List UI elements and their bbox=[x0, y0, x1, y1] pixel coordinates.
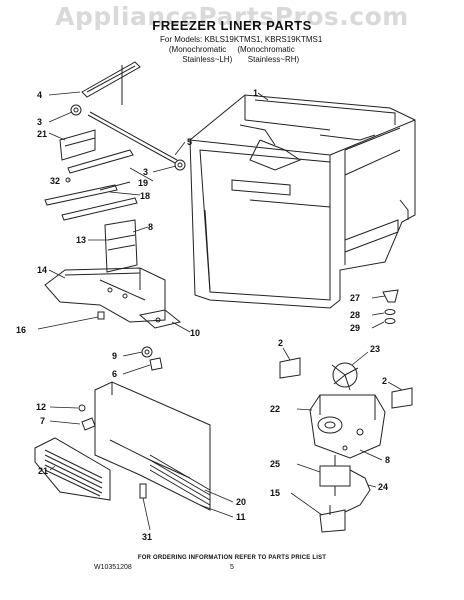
callout-18: 18 bbox=[140, 191, 150, 201]
callout-labels: 4 3 21 5 3 19 32 18 8 13 1 14 16 10 9 6 … bbox=[16, 88, 390, 542]
callout-7: 7 bbox=[40, 416, 45, 426]
callout-13: 13 bbox=[76, 235, 86, 245]
callout-3b: 3 bbox=[143, 167, 148, 177]
callout-1: 1 bbox=[253, 88, 258, 98]
callout-16: 16 bbox=[16, 325, 26, 335]
callout-10: 10 bbox=[190, 328, 200, 338]
model-line: Stainless~LH) Stainless~RH) bbox=[160, 55, 300, 64]
callout-28: 28 bbox=[350, 310, 360, 320]
callout-2: 2 bbox=[278, 338, 283, 348]
callout-26: 25 bbox=[270, 459, 280, 469]
watermark-text: AppliancePartsPros.com bbox=[55, 2, 409, 31]
callout-32: 32 bbox=[50, 176, 60, 186]
callout-27: 27 bbox=[350, 293, 360, 303]
callout-31: 31 bbox=[142, 532, 152, 542]
page-number: 5 bbox=[230, 564, 234, 571]
model-line: (Monochromatic (Monochromatic bbox=[160, 45, 295, 54]
callout-4: 4 bbox=[37, 90, 42, 100]
callout-8: 8 bbox=[148, 222, 153, 232]
callout-14: 14 bbox=[37, 265, 47, 275]
callout-29: 29 bbox=[350, 323, 360, 333]
callout-22: 21 bbox=[38, 466, 48, 476]
fan-assembly bbox=[279, 357, 413, 533]
freezer-liner-drawing bbox=[189, 94, 416, 309]
callout-8b: 8 bbox=[385, 455, 390, 465]
callout-24: 23 bbox=[370, 344, 380, 354]
callout-6: 6 bbox=[112, 369, 117, 379]
grille bbox=[34, 437, 111, 501]
model-list: For Models: KBLS19KTMS1, KBRS19KTMS1 (Mo… bbox=[160, 35, 322, 65]
callout-2b: 2 bbox=[382, 376, 387, 386]
document-number: W10351208 bbox=[94, 564, 132, 571]
lower-panel bbox=[78, 381, 211, 511]
left-rail-parts bbox=[44, 61, 186, 273]
callout-9: 9 bbox=[112, 351, 117, 361]
callout-3: 3 bbox=[37, 117, 42, 127]
callout-25: 24 bbox=[378, 482, 388, 492]
leader-lines bbox=[37, 91, 403, 531]
callout-19: 19 bbox=[138, 178, 148, 188]
callout-23: 22 bbox=[270, 404, 280, 414]
callout-20: 20 bbox=[236, 497, 246, 507]
model-line: For Models: KBLS19KTMS1, KBRS19KTMS1 bbox=[160, 35, 323, 44]
air-duct-tray bbox=[44, 267, 182, 329]
right-small-parts bbox=[382, 289, 399, 324]
callout-21: 21 bbox=[37, 129, 47, 139]
callout-5: 5 bbox=[187, 137, 192, 147]
callout-12: 12 bbox=[36, 402, 46, 412]
callout-11: 11 bbox=[236, 512, 246, 522]
callout-15: 15 bbox=[270, 488, 280, 498]
ordering-note: FOR ORDERING INFORMATION REFER TO PARTS … bbox=[137, 555, 327, 561]
page-title: FREEZER LINER PARTS bbox=[152, 18, 312, 33]
